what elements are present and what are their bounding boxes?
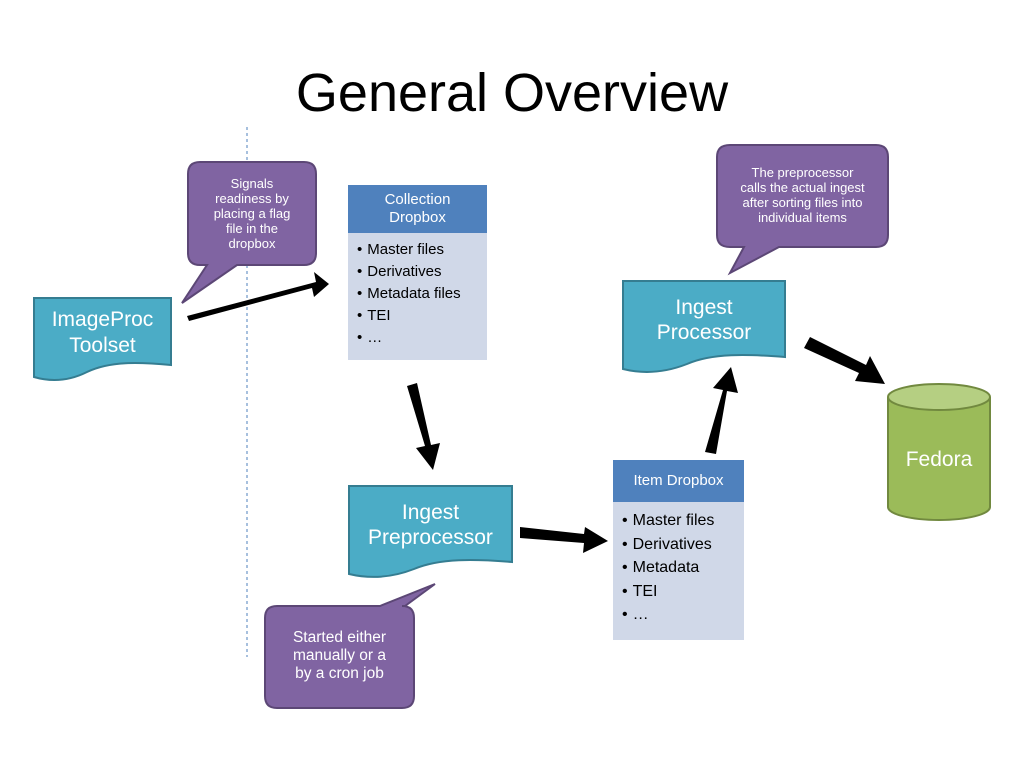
- callout-signals-line: placing a flag: [213, 206, 291, 222]
- arrow-collection-to-preprocessor: [407, 383, 440, 470]
- arrows: [187, 272, 885, 553]
- list-item: Derivatives: [622, 533, 742, 557]
- arrow-itemdropbox-to-processor: [705, 367, 738, 454]
- callout-signals-shape: [181, 161, 317, 304]
- collection-dropbox-header: Collection Dropbox: [348, 185, 487, 233]
- list-item: TEI: [622, 580, 742, 604]
- arrow-imageproc-to-collection: [187, 272, 329, 321]
- collection-dropbox-header-bg: [348, 185, 487, 233]
- callout-preprocessor-note-line: individual items: [758, 209, 847, 225]
- collection-dropbox-header-line: Collection: [384, 191, 451, 208]
- item-dropbox-header: Item Dropbox: [613, 460, 744, 502]
- callout-signals-line: readiness by: [215, 191, 289, 207]
- item-dropbox-header-line: Item Dropbox: [633, 472, 724, 489]
- fedora-text: Fedora: [905, 448, 973, 472]
- arrow-processor-to-fedora: [804, 337, 885, 384]
- list-item: Metadata files: [357, 283, 483, 305]
- imageproc-line1: ImageProc: [51, 308, 154, 332]
- item-dropbox-list: Master files Derivatives Metadata TEI …: [622, 509, 742, 627]
- imageproc-toolset-label: ImageProc Toolset: [34, 300, 171, 365]
- callout-started-line: by a cron job: [295, 664, 384, 682]
- list-item: TEI: [357, 305, 483, 327]
- list-item: Derivatives: [357, 261, 483, 283]
- callout-signals-line: dropbox: [228, 235, 276, 251]
- list-item: Master files: [357, 239, 483, 261]
- arrow-preprocessor-to-itemdropbox: [520, 527, 608, 553]
- ingest-processor-label: Ingest Processor: [623, 284, 785, 356]
- collection-dropbox-header-line: Dropbox: [389, 209, 446, 226]
- callout-preprocessor-note-shape: [716, 144, 889, 276]
- item-dropbox-header-bg: [613, 460, 744, 502]
- ingest-preprocessor-line1: Ingest: [401, 500, 460, 524]
- ingest-preprocessor-line2: Preprocessor: [368, 526, 493, 549]
- imageproc-toolset-shape: [33, 297, 172, 381]
- callout-preprocessor-note-line: after sorting files into: [742, 195, 863, 210]
- page-title: General Overview: [295, 63, 729, 123]
- callout-signals-text: Signals readiness by placing a flag file…: [190, 172, 314, 257]
- callout-started-text: Started either manually or a by a cron j…: [267, 620, 412, 692]
- callout-preprocessor-note-line: calls the actual ingest: [740, 180, 865, 196]
- callout-signals-line: file in the: [225, 220, 279, 236]
- ingest-preprocessor-shape: [348, 485, 513, 578]
- callout-preprocessor-note-text: The preprocessor calls the actual ingest…: [719, 160, 886, 232]
- callout-preprocessor-note-line: The preprocessor: [751, 165, 854, 181]
- callout-started-line: manually or a: [292, 647, 387, 665]
- ingest-preprocessor-label: Ingest Preprocessor: [349, 489, 512, 561]
- imageproc-line2: Toolset: [69, 333, 136, 357]
- list-item: Metadata: [622, 556, 742, 580]
- collection-dropbox-list: Master files Derivatives Metadata files …: [357, 239, 483, 349]
- callout-started-shape: [264, 583, 436, 709]
- list-item: Master files: [622, 509, 742, 533]
- fedora-cylinder: [887, 383, 991, 521]
- callout-started-line: Started either: [292, 629, 387, 647]
- ingest-processor-line2: Processor: [656, 321, 752, 344]
- ingest-processor-shape: [622, 280, 786, 373]
- list-item: …: [622, 603, 742, 627]
- ingest-processor-line1: Ingest: [675, 295, 733, 319]
- list-item: …: [357, 327, 483, 349]
- fedora-label: Fedora: [888, 440, 990, 480]
- callout-signals-line: Signals: [230, 176, 274, 192]
